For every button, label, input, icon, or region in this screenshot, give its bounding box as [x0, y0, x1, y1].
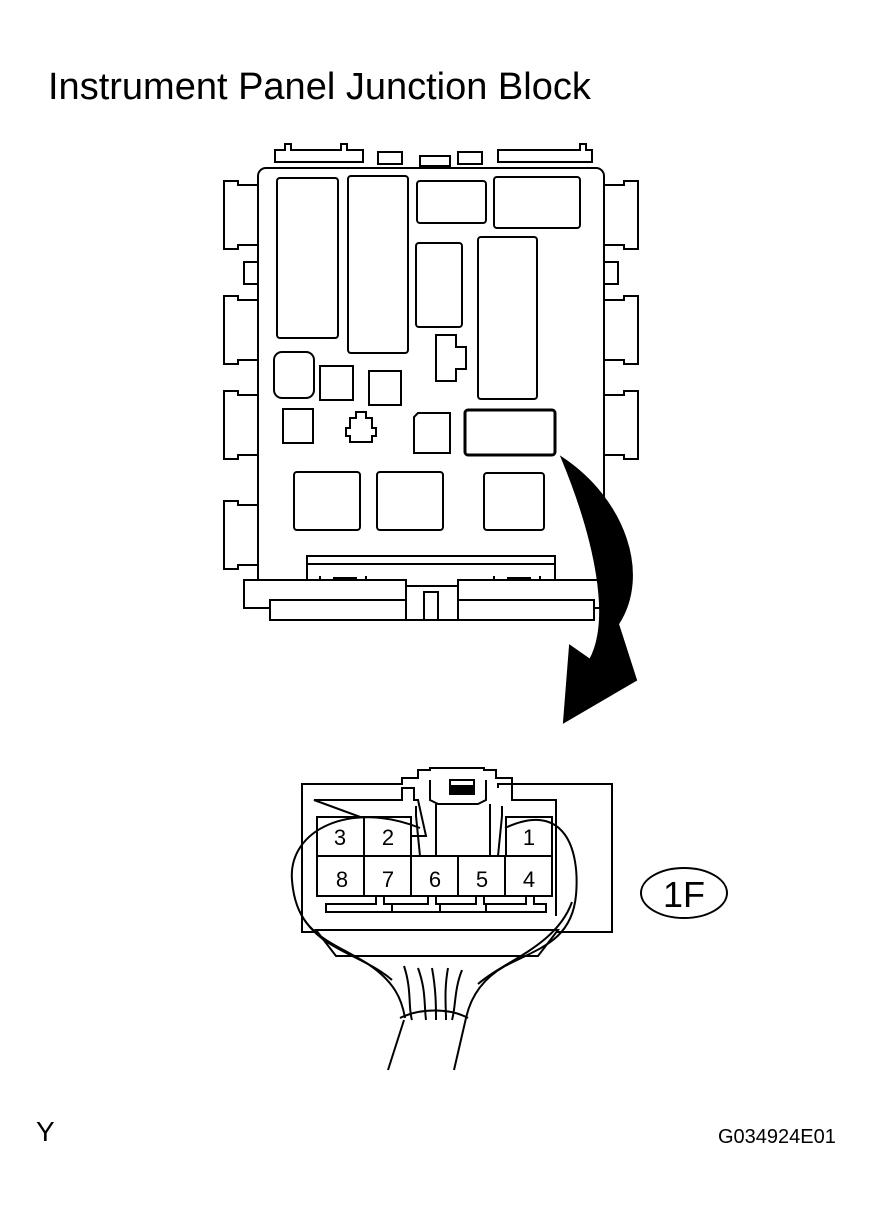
right-side-tabs [603, 180, 639, 460]
terminal-cavity-4 [504, 855, 553, 897]
wire-harness [387, 965, 469, 1071]
pin-labels: 3 2 1 8 7 6 5 4 [334, 825, 535, 892]
pin-label-1: 1 [523, 825, 535, 850]
corner-label: Y [36, 1116, 55, 1147]
pin-label-8: 8 [336, 867, 348, 892]
pin-label-2: 2 [382, 825, 394, 850]
curved-arrow [559, 455, 638, 724]
left-side-tabs [223, 180, 259, 570]
diagram-title: Instrument Panel Junction Block [48, 66, 591, 108]
terminal-cavity-8 [316, 855, 365, 897]
pin-label-5: 5 [476, 867, 488, 892]
junction-block [223, 143, 639, 621]
connector-code: 1F [663, 874, 705, 915]
connector-1f [301, 767, 613, 957]
terminal-cavity-5 [457, 855, 506, 897]
figure-id: G034924E01 [718, 1126, 836, 1148]
pin-label-7: 7 [382, 867, 394, 892]
top-clips [274, 143, 593, 167]
pin-label-4: 4 [523, 867, 535, 892]
connector-code-badge: 1F [640, 867, 728, 919]
pin-label-6: 6 [429, 867, 441, 892]
terminal-cavity-7 [363, 855, 412, 897]
pin-label-3: 3 [334, 825, 346, 850]
